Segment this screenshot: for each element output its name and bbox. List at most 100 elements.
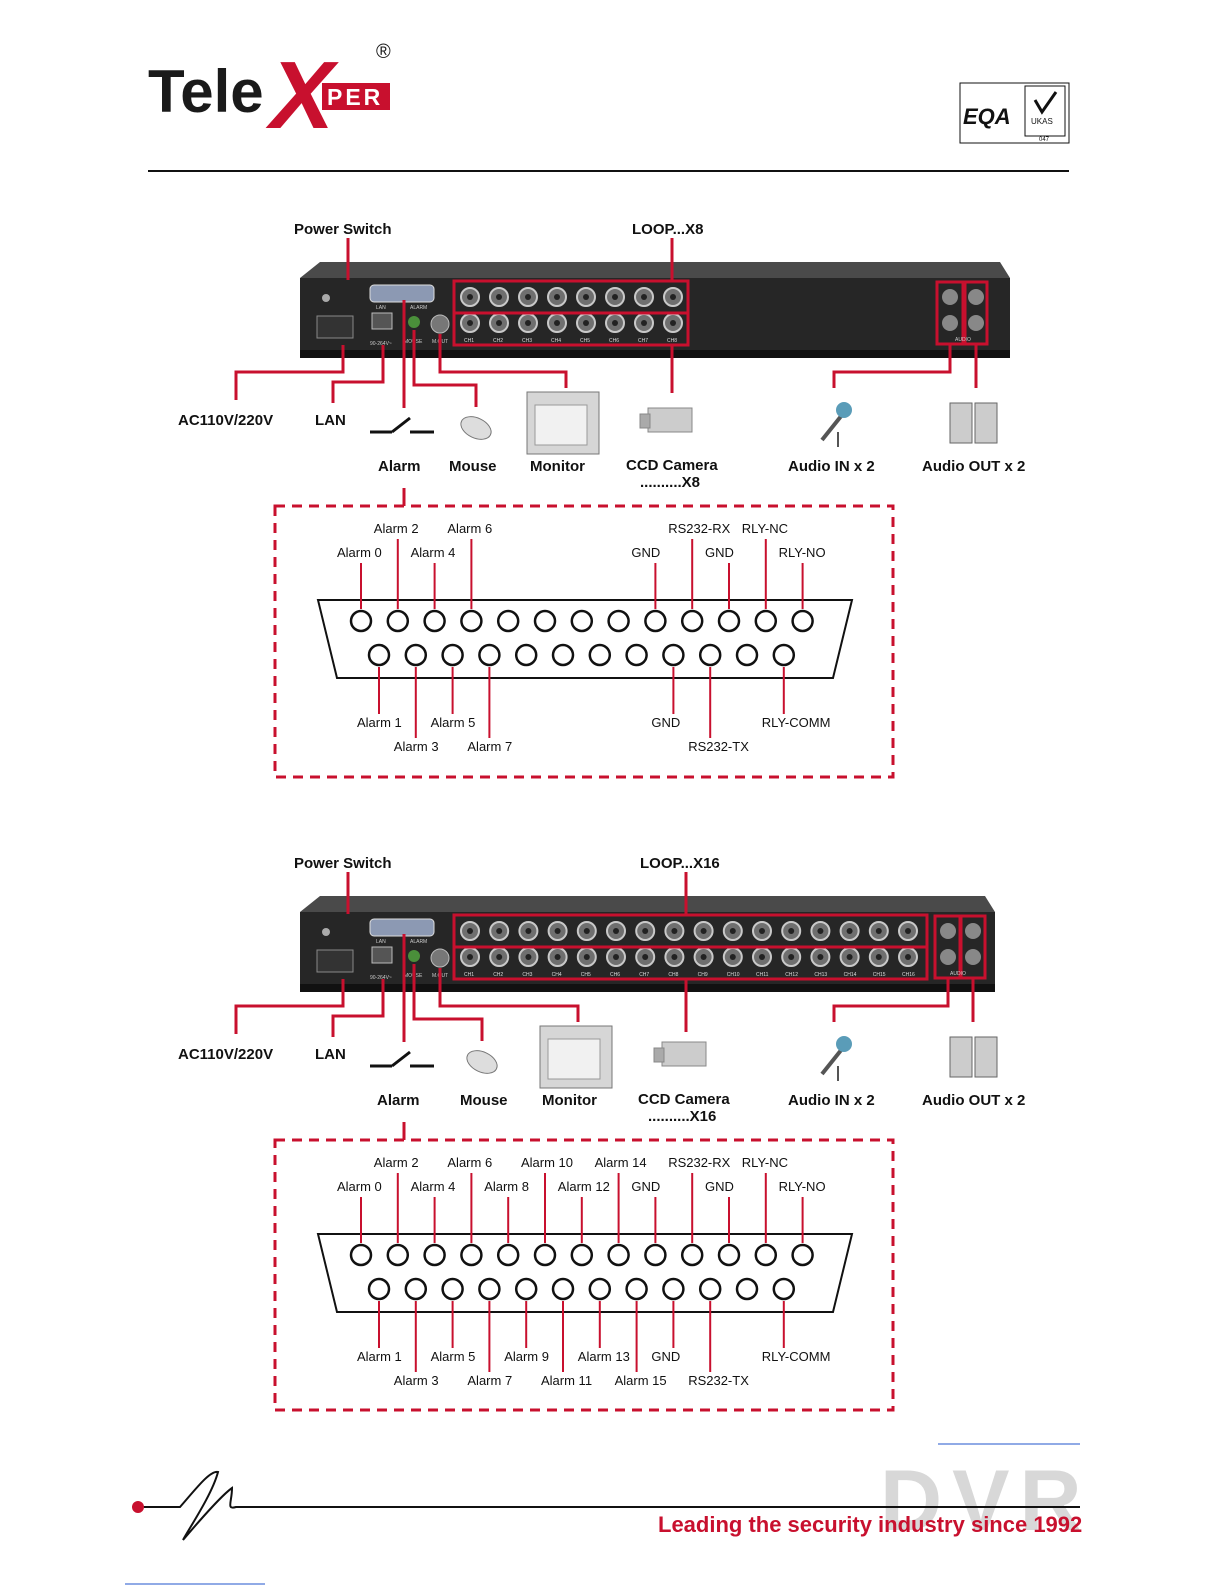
db25-pin (423, 609, 446, 633)
power-socket-icon (316, 315, 354, 339)
db25-pin (551, 643, 575, 667)
alarm-switch-icon (370, 416, 434, 434)
mouse-icon (466, 1050, 498, 1074)
db25-pin (680, 1243, 704, 1267)
bnc-center-icon (525, 928, 532, 934)
channel-label: CH2 (493, 338, 503, 344)
panel-audio-label: AUDIO (955, 337, 971, 343)
bnc-center-icon (671, 954, 678, 960)
db25-pin (404, 1277, 428, 1301)
bnc-center-icon (641, 294, 647, 300)
pin-label: RLY-NO (779, 1179, 826, 1194)
pin-label: Alarm 10 (521, 1155, 573, 1170)
diagram-16-channel: Power Switch LOOP...X16 90-264V~ ALARM L… (0, 834, 1225, 1424)
pin-label: Alarm 3 (394, 739, 439, 754)
pin-label: Alarm 4 (411, 1179, 456, 1194)
bnc-center-icon (554, 320, 560, 326)
footer: DVR Leading the security industry since … (0, 1430, 1225, 1585)
camera-icon (639, 407, 693, 433)
audio-in-jack-icon (940, 923, 956, 939)
power-switch-label: Power Switch (294, 855, 392, 872)
bnc-center-icon (700, 928, 707, 934)
ac-power-label: AC110V/220V (178, 412, 273, 429)
power-switch-icon (322, 928, 330, 936)
pin-label: GND (651, 715, 680, 730)
db25-pin (735, 1277, 759, 1301)
db25-pin (754, 1243, 778, 1267)
pin-label: GND (705, 1179, 734, 1194)
bnc-center-icon (788, 954, 795, 960)
pin-label: RLY-NO (779, 545, 826, 560)
audio-out-jack-icon (968, 289, 984, 305)
diagram-16-svg: Power Switch LOOP...X16 90-264V~ ALARM L… (178, 855, 1025, 1412)
bnc-center-icon (670, 320, 676, 326)
loop-label: LOOP...X8 (632, 221, 703, 238)
bnc-center-icon (496, 320, 502, 326)
db25-pin (625, 1277, 648, 1301)
db25-pin (514, 643, 538, 667)
channel-label: CH5 (581, 972, 591, 978)
bnc-center-icon (905, 928, 911, 934)
microphone-icon (820, 1036, 852, 1081)
channel-label: CH2 (493, 972, 503, 978)
audio-in-label: Audio IN x 2 (788, 458, 875, 475)
db25-pin (441, 1277, 464, 1301)
bnc-center-icon (700, 954, 707, 960)
db25-pin (754, 609, 778, 633)
channel-label: CH16 (902, 972, 915, 978)
pin-label: Alarm 5 (431, 1349, 476, 1364)
brand-suffix: PER (327, 84, 383, 110)
db25-pin (772, 1277, 796, 1301)
bnc-center-icon (759, 928, 765, 934)
bnc-center-icon (612, 320, 618, 326)
bnc-center-icon (496, 954, 503, 960)
mouse-label: Mouse (449, 458, 497, 475)
pin-label: Alarm 8 (484, 1179, 529, 1194)
panel-lan-label: LAN (376, 305, 386, 311)
db25-pin (478, 643, 501, 667)
db25-pin (588, 643, 612, 667)
channel-label: CH5 (580, 338, 590, 344)
bnc-center-icon (817, 928, 824, 934)
pin-label: Alarm 15 (615, 1373, 667, 1388)
pin-label: Alarm 5 (431, 715, 476, 730)
monitor-label: Monitor (530, 458, 585, 475)
db25-pin (367, 643, 391, 667)
certification-logo: EQA UKAS 047 (959, 82, 1070, 144)
bnc-center-icon (612, 294, 618, 300)
pin-label: Alarm 0 (337, 1179, 382, 1194)
db25-pin (349, 609, 373, 633)
bnc-center-icon (729, 928, 736, 934)
alarm-pinout-box (273, 504, 895, 779)
channel-label: CH4 (551, 338, 561, 344)
channel-label: CH15 (873, 972, 886, 978)
pin-label: GND (631, 1179, 660, 1194)
alarm-label: Alarm (378, 458, 421, 475)
channel-label: CH7 (639, 972, 649, 978)
bnc-center-icon (670, 294, 676, 300)
bnc-center-icon (525, 294, 531, 300)
bnc-center-icon (467, 294, 473, 300)
audio-out-jack-icon (965, 923, 981, 939)
bnc-center-icon (496, 294, 502, 300)
connection-lines (234, 238, 978, 408)
cert-number: 047 (1039, 137, 1050, 143)
bnc-center-icon (729, 954, 736, 960)
signature-dot (132, 1501, 144, 1513)
db25-pin (588, 1277, 612, 1301)
audio-out-highlight (963, 280, 989, 346)
lan-port-icon (371, 946, 393, 964)
db25-pin (386, 609, 410, 633)
audio-in-highlight (935, 280, 965, 346)
db25-pin (698, 1277, 722, 1301)
bnc-center-icon (613, 928, 619, 934)
panel-power-label: 90-264V~ (370, 341, 392, 347)
checkmark-icon (1033, 91, 1058, 115)
bnc-center-icon (671, 928, 678, 934)
footer-graphics: DVR Leading the security industry since … (125, 1443, 1082, 1585)
